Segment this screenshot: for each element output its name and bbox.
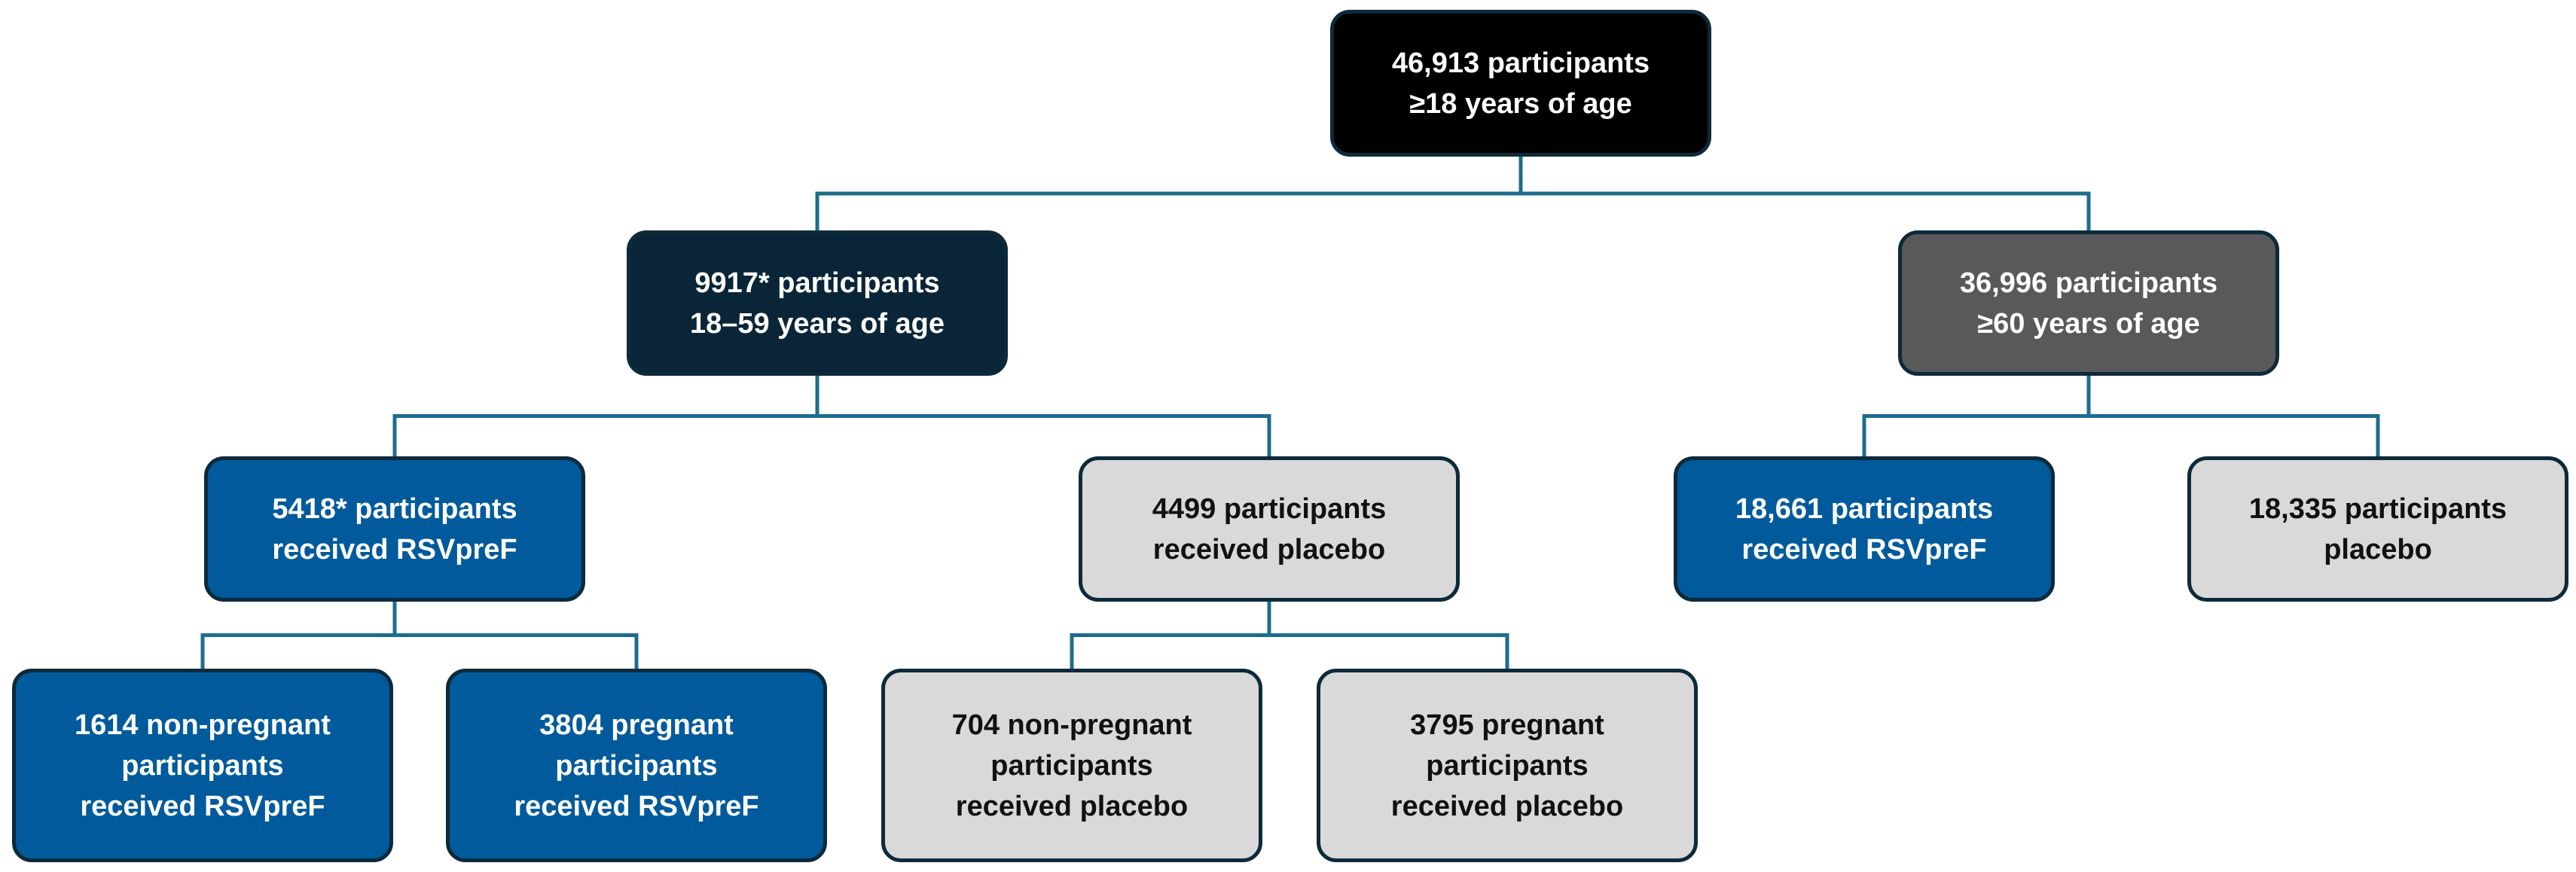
node-root-line-1: 46,913 participants [1391,47,1650,79]
node-nonpregnant-rsvpref-line-1: 1614 non-pregnant [75,709,331,741]
node-age-18-59: 9917* participants 18–59 years of age [627,230,1008,376]
node-age-60-plus-line-2: ≥60 years of age [1977,307,2200,340]
node-root-line-2: ≥18 years of age [1409,87,1632,120]
node-young-rsvpref: 5418* participants received RSVpreF [204,456,585,602]
node-nonpregnant-placebo-line-1: 704 non-pregnant [951,709,1192,741]
node-nonpregnant-placebo: 704 non-pregnant participants received pla… [881,669,1262,862]
node-old-placebo-line-2: placebo [2324,533,2432,566]
node-young-rsvpref-line-1: 5418* participants [272,492,517,525]
node-nonpregnant-rsvpref-line-3: received RSVpreF [80,790,325,822]
node-old-rsvpref: 18,661 participants received RSVpreF [1674,456,2055,602]
node-young-placebo-line-1: 4499 participants [1152,492,1387,525]
node-pregnant-placebo-line-1: 3795 pregnant [1410,709,1604,741]
node-root: 46,913 participants ≥18 years of age [1330,10,1711,157]
node-age-18-59-line-1: 9917* participants [694,267,940,299]
connector-young-placebo [1070,599,1509,671]
node-nonpregnant-placebo-line-3: received placebo [955,790,1189,822]
node-nonpregnant-placebo-line-2: participants [990,749,1153,782]
node-old-placebo-line-1: 18,335 participants [2248,492,2507,525]
node-age-60-plus: 36,996 participants ≥60 years of age [1898,230,2279,376]
connector-root [815,154,2091,233]
node-nonpregnant-rsvpref-line-2: participants [121,749,284,782]
node-pregnant-placebo: 3795 pregnant participants received placeb… [1317,669,1698,862]
node-pregnant-rsvpref-line-2: participants [555,749,718,782]
node-young-placebo: 4499 participants received placebo [1079,456,1460,602]
node-young-placebo-line-2: received placebo [1152,533,1386,566]
node-pregnant-placebo-line-3: received placebo [1390,790,1624,822]
node-age-60-plus-line-1: 36,996 participants [1959,267,2218,299]
connector-young-rsvpref [200,599,639,671]
node-old-rsvpref-line-1: 18,661 participants [1735,492,1994,525]
node-pregnant-rsvpref: 3804 pregnant participants received RSVpre… [446,669,827,862]
node-age-18-59-line-2: 18–59 years of age [689,307,945,340]
node-pregnant-rsvpref-line-3: received RSVpreF [514,790,759,822]
node-pregnant-rsvpref-line-1: 3804 pregnant [539,709,734,741]
node-old-rsvpref-line-2: received RSVpreF [1741,533,1987,566]
connector-age-18-59 [392,373,1271,459]
node-nonpregnant-rsvpref: 1614 non-pregnant participants received RS… [12,669,393,862]
node-old-placebo: 18,335 participants placebo [2187,456,2568,602]
connector-age-60-plus [1862,373,2380,459]
node-pregnant-placebo-line-2: participants [1426,749,1589,782]
node-young-rsvpref-line-2: received RSVpreF [272,533,517,566]
